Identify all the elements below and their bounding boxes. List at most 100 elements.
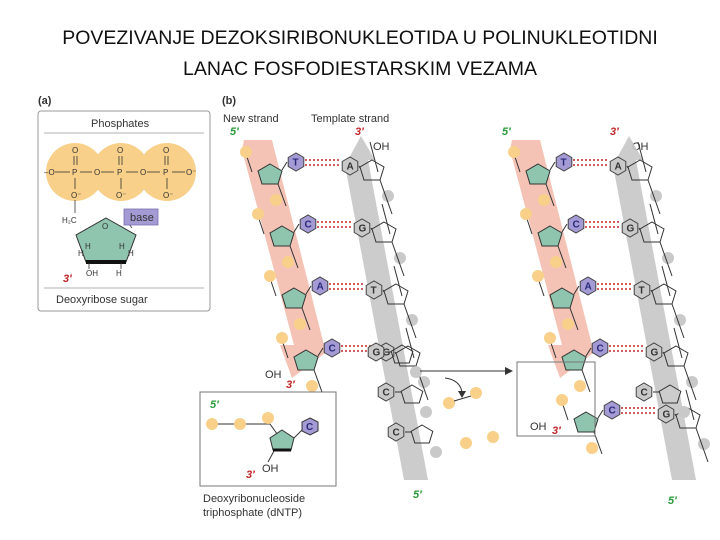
reaction-arrow: [420, 367, 513, 398]
base-letter: A: [347, 162, 354, 173]
new-strand-phosphate: [276, 332, 288, 344]
svg-text:H: H: [85, 242, 91, 251]
base-hex: [387, 422, 405, 442]
base-hex: [555, 152, 573, 172]
base-letter: G: [373, 348, 381, 359]
base-hex: [287, 152, 305, 172]
base-hex: [657, 404, 675, 424]
panel-a-label: (a): [38, 95, 52, 107]
base-hex: [609, 156, 627, 176]
base-letter: G: [663, 410, 671, 421]
dntp-molecule: C: [206, 412, 319, 463]
new-strand-phosphate: [240, 146, 252, 158]
phosphate-atoms: –O P O P O P O⁻ O O O O⁻ O⁻ O⁻: [44, 146, 196, 200]
new-strand-phosphate: [520, 208, 532, 220]
svg-text:O⁻: O⁻: [116, 191, 126, 200]
page-title-line-1: POVEZIVANJE DEZOKSIRIBONUKLEOTIDA U POLI…: [62, 27, 658, 49]
new-strand-phosphate: [550, 256, 562, 268]
new-strand-sugar: [537, 225, 563, 247]
template-sugar: [675, 407, 701, 429]
base-hex: [579, 276, 597, 296]
svg-text:H: H: [116, 269, 122, 278]
base-letter: T: [293, 158, 299, 169]
base-letter: C: [597, 344, 604, 355]
new-strand-phosphate: [294, 318, 306, 330]
template-sugar: [663, 345, 689, 367]
svg-text:–O: –O: [44, 168, 55, 177]
svg-text:O⁻: O⁻: [71, 191, 81, 200]
phosphate-gamma: [46, 143, 104, 201]
new-strand-phosphate: [264, 270, 276, 282]
base-label: base: [130, 212, 154, 224]
svg-text:O⁻: O⁻: [163, 191, 173, 200]
left-template-5prime: 5′: [413, 489, 423, 501]
svg-text:O: O: [72, 146, 78, 155]
template-sugar: [410, 424, 434, 444]
base-hex: [299, 214, 317, 234]
base-hex: [591, 338, 609, 358]
base-hex: [341, 156, 359, 176]
new-strand-phosphate: [574, 380, 586, 392]
template-sugar: [359, 159, 385, 181]
svg-text:P: P: [117, 168, 122, 177]
base-letter: A: [615, 162, 622, 173]
base-hex: [621, 218, 639, 238]
base-hex: [367, 342, 385, 362]
base-letter: C: [573, 220, 580, 231]
template-sugar: [639, 221, 665, 243]
template-phosphate: [410, 366, 422, 378]
template-strand-label: Template strand: [311, 113, 389, 125]
phosphate-alpha: [138, 143, 196, 201]
base-letter: C: [329, 344, 336, 355]
right-template-5prime: 5′: [668, 495, 678, 507]
svg-text:H: H: [119, 242, 125, 251]
template-phosphate: [678, 406, 690, 418]
phosphate-beta: [92, 143, 150, 201]
svg-text:O: O: [117, 146, 123, 155]
template-sugar: [627, 159, 653, 181]
base-hex: [645, 342, 663, 362]
released-pyrophosphate: [443, 387, 499, 449]
new-strand-phosphate: [538, 194, 550, 206]
dntp-oh: OH: [262, 463, 279, 475]
template-sugar: [383, 283, 409, 305]
base-letter: A: [585, 282, 592, 293]
new-strand-phosphate: [556, 394, 568, 406]
new-strand-phosphate: [270, 194, 282, 206]
svg-text:C: C: [306, 422, 313, 433]
base-letter: A: [317, 282, 324, 293]
new-strand-sugar: [549, 287, 575, 309]
svg-text:OH: OH: [86, 269, 98, 278]
base-letter: C: [641, 388, 648, 399]
svg-text:O: O: [163, 146, 169, 155]
base-letter: C: [393, 428, 400, 439]
base-hex: [567, 214, 585, 234]
template-phosphate: [430, 446, 442, 458]
right-new-strand-3prime: 3′: [552, 425, 562, 437]
base-hex: [353, 218, 371, 238]
base-letter: C: [383, 388, 390, 399]
phosphates-label: Phosphates: [91, 118, 150, 130]
left-template-3prime: 3′: [355, 126, 365, 138]
base-letter: T: [371, 286, 377, 297]
base-letter: T: [639, 286, 645, 297]
new-strand-phosphate: [586, 442, 598, 454]
new-strand-phosphate: [282, 256, 294, 268]
new-strand-phosphate: [532, 270, 544, 282]
dntp-3prime: 3′: [246, 469, 256, 481]
base-letter: G: [651, 348, 659, 359]
sugar-label: Deoxyribose sugar: [56, 294, 148, 306]
new-strand-phosphate: [306, 380, 318, 392]
new-strand-sugar: [573, 411, 599, 433]
page-title-line-2: LANAC FOSFODIESTARSKIM VEZAMA: [183, 58, 537, 80]
base-hex: [635, 382, 653, 402]
svg-text:P: P: [72, 168, 77, 177]
new-strand-sugar: [257, 163, 283, 185]
left-new-strand-3prime: 3′: [286, 379, 296, 391]
new-strand-label: New strand: [223, 113, 279, 125]
new-strand-sugar: [525, 163, 551, 185]
template-sugar: [400, 384, 424, 404]
left-new-strand-oh: OH: [265, 369, 282, 381]
